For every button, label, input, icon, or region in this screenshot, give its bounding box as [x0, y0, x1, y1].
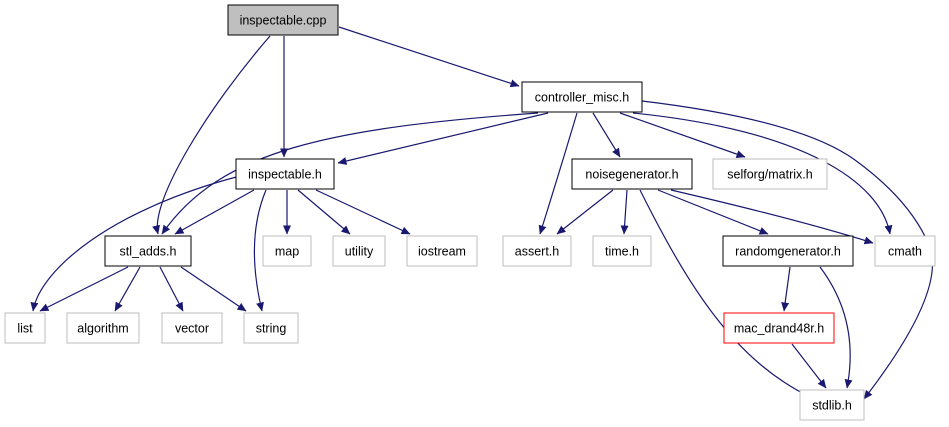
edge-noisegenerator-h-to-assert-h: [556, 189, 614, 235]
node-box: [262, 235, 312, 267]
edge-controller-misc-h-to-noisegenerator-h: [592, 112, 621, 158]
node-time-h[interactable]: time.h: [592, 235, 652, 267]
node-mac-drand48r-h[interactable]: mac_drand48r.h: [723, 312, 835, 344]
node-box: [243, 312, 299, 344]
edge-stl-adds-h-to-vector: [159, 266, 184, 312]
node-map[interactable]: map: [262, 235, 312, 267]
node-string[interactable]: string: [243, 312, 299, 344]
edge-randomgenerator-h-to-mac-drand48r-h: [781, 266, 791, 312]
node-selforg-matrix-h[interactable]: selforg/matrix.h: [712, 158, 828, 190]
node-box: [235, 158, 335, 190]
node-box: [4, 312, 46, 344]
edge-inspectable-cpp-to-controller-misc-h: [338, 26, 520, 88]
node-box: [227, 4, 339, 36]
node-assert-h[interactable]: assert.h: [502, 235, 572, 267]
node-label: vector: [175, 322, 209, 336]
node-controller-misc-h[interactable]: controller_misc.h: [521, 81, 643, 113]
node-label: inspectable.h: [248, 168, 322, 182]
node-label: mac_drand48r.h: [734, 322, 824, 336]
node-label: selforg/matrix.h: [727, 168, 812, 182]
edge-inspectable-h-to-iostream: [315, 189, 411, 235]
node-box: [521, 81, 643, 113]
node-box: [799, 389, 865, 421]
edge-randomgenerator-h-to-stdlib-h: [819, 266, 853, 389]
node-label: randomgenerator.h: [735, 245, 841, 259]
edges-layer: [30, 26, 934, 400]
node-label: inspectable.cpp: [240, 14, 327, 28]
node-box: [571, 158, 693, 190]
edge-controller-misc-h-to-stl-adds-h: [161, 112, 539, 235]
edge-noisegenerator-h-to-time-h: [620, 189, 629, 235]
node-iostream[interactable]: iostream: [406, 235, 478, 267]
edge-inspectable-h-to-string: [253, 189, 267, 312]
edge-stl-adds-h-to-string: [180, 266, 247, 312]
node-cmath[interactable]: cmath: [874, 235, 936, 267]
edge-controller-misc-h-to-selforg-matrix-h: [619, 112, 746, 158]
node-label: iostream: [418, 245, 466, 259]
node-label: stdlib.h: [812, 399, 852, 413]
node-box: [723, 312, 835, 344]
edge-inspectable-h-to-list: [30, 175, 241, 312]
node-label: string: [256, 322, 287, 336]
node-label: time.h: [605, 245, 639, 259]
node-list[interactable]: list: [4, 312, 46, 344]
node-algorithm[interactable]: algorithm: [66, 312, 140, 344]
node-inspectable-cpp[interactable]: inspectable.cpp: [227, 4, 339, 36]
node-label: stl_adds.h: [120, 245, 177, 259]
node-box: [104, 235, 192, 267]
node-inspectable-h[interactable]: inspectable.h: [235, 158, 335, 190]
edge-controller-misc-h-to-assert-h: [538, 112, 578, 235]
node-randomgenerator-h[interactable]: randomgenerator.h: [722, 235, 854, 267]
node-stdlib-h[interactable]: stdlib.h: [799, 389, 865, 421]
edge-controller-misc-h-to-inspectable-h: [337, 112, 549, 165]
node-box: [66, 312, 140, 344]
edge-inspectable-cpp-to-stl-adds-h: [152, 35, 271, 235]
node-label: assert.h: [515, 245, 560, 259]
edge-stl-adds-h-to-list: [39, 266, 129, 312]
node-label: controller_misc.h: [535, 91, 630, 105]
node-box: [722, 235, 854, 267]
node-label: noisegenerator.h: [585, 168, 678, 182]
node-label: list: [17, 322, 33, 336]
node-vector[interactable]: vector: [161, 312, 223, 344]
node-label: algorithm: [77, 322, 128, 336]
edge-noisegenerator-h-to-cmath: [670, 189, 874, 245]
edge-inspectable-h-to-stl-adds-h: [174, 189, 255, 235]
node-box: [502, 235, 572, 267]
node-label: utility: [345, 245, 374, 259]
node-box: [874, 235, 936, 267]
node-box: [406, 235, 478, 267]
node-box: [592, 235, 652, 267]
edge-mac-drand48r-h-to-stdlib-h: [791, 343, 827, 389]
edge-controller-misc-h-to-stdlib-h: [641, 100, 934, 400]
edge-noisegenerator-h-to-randomgenerator-h: [657, 189, 769, 235]
node-stl-adds-h[interactable]: stl_adds.h: [104, 235, 192, 267]
node-box: [161, 312, 223, 344]
node-label: cmath: [888, 245, 922, 259]
node-label: map: [275, 245, 299, 259]
nodes-layer: inspectable.cpp controller_misc.h inspecta…: [4, 4, 936, 421]
node-noisegenerator-h[interactable]: noisegenerator.h: [571, 158, 693, 190]
edge-inspectable-h-to-utility: [297, 189, 351, 235]
node-box: [712, 158, 828, 190]
edge-noisegenerator-h-to-stdlib-h: [639, 189, 811, 398]
edge-stl-adds-h-to-algorithm: [114, 266, 141, 312]
node-box: [332, 235, 386, 267]
node-utility[interactable]: utility: [332, 235, 386, 267]
